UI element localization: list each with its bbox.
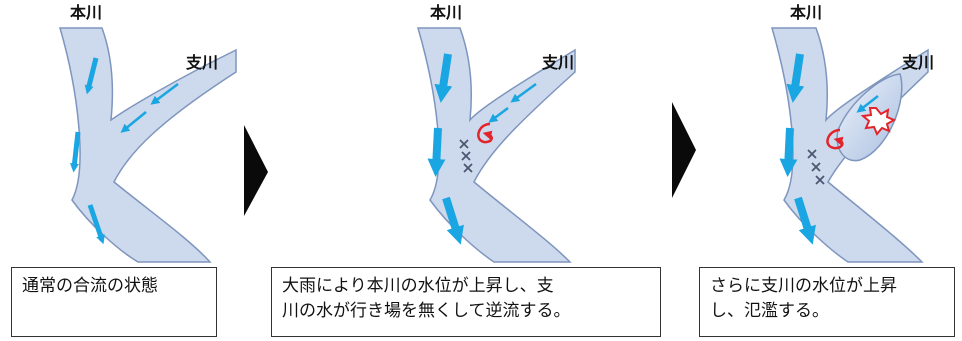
step-arrow-1: [244, 125, 268, 216]
caption-line: 通常の合流の状態: [22, 276, 158, 296]
caption-line: し、氾濫する。: [710, 301, 829, 321]
caption-backflow: 大雨により本川の水位が上昇し、支 川の水が行き場を無くして逆流する。: [271, 267, 661, 337]
burst-icon: [860, 107, 897, 136]
down-arrow-icon: [856, 95, 879, 113]
caption-line: さらに支川の水位が上昇: [710, 276, 897, 296]
river-shape: [59, 27, 237, 263]
cross-marks-icon: [459, 139, 473, 173]
down-arrow-icon: [488, 107, 509, 123]
u-turn-arrow-icon: [477, 122, 493, 144]
triangle-right-icon: [672, 102, 696, 198]
triangle-right-icon: [244, 125, 268, 216]
main-river-label: 本川: [70, 3, 102, 22]
down-arrow-icon: [427, 127, 446, 177]
panel-normal: 本川 支川: [59, 3, 237, 263]
main-river-label: 本川: [430, 3, 462, 22]
down-arrow-icon: [87, 204, 105, 245]
panel-backflow: 本川 支川: [417, 3, 576, 263]
tributary-label: 支川: [185, 53, 218, 72]
flow-arrows: [427, 53, 537, 245]
down-arrow-icon: [120, 111, 147, 133]
u-turn-arrow-icon: [826, 128, 844, 150]
tributary-label: 支川: [541, 53, 574, 72]
down-arrow-icon: [779, 127, 798, 177]
down-arrow-icon: [510, 82, 537, 103]
caption-normal: 通常の合流の状態: [11, 267, 217, 337]
panel-overflow: 本川 支川: [771, 3, 934, 263]
cross-marks-icon: [807, 149, 825, 185]
down-arrow-icon: [70, 131, 81, 173]
river-shape: [417, 27, 576, 263]
flow-arrows: [70, 57, 179, 245]
main-river-label: 本川: [790, 3, 822, 22]
caption-overflow: さらに支川の水位が上昇 し、氾濫する。: [699, 267, 955, 337]
tributary-label: 支川: [901, 53, 934, 72]
down-arrow-icon: [434, 53, 453, 103]
down-arrow-icon: [150, 83, 179, 105]
down-arrow-icon: [442, 196, 464, 245]
down-arrow-icon: [786, 53, 805, 103]
down-arrow-icon: [794, 196, 816, 245]
caption-line: 大雨により本川の水位が上昇し、支: [282, 276, 554, 296]
flow-arrows: [779, 53, 879, 245]
caption-line: 川の水が行き場を無くして逆流する。: [282, 301, 571, 321]
down-arrow-icon: [84, 57, 99, 95]
step-arrow-2: [672, 102, 696, 198]
